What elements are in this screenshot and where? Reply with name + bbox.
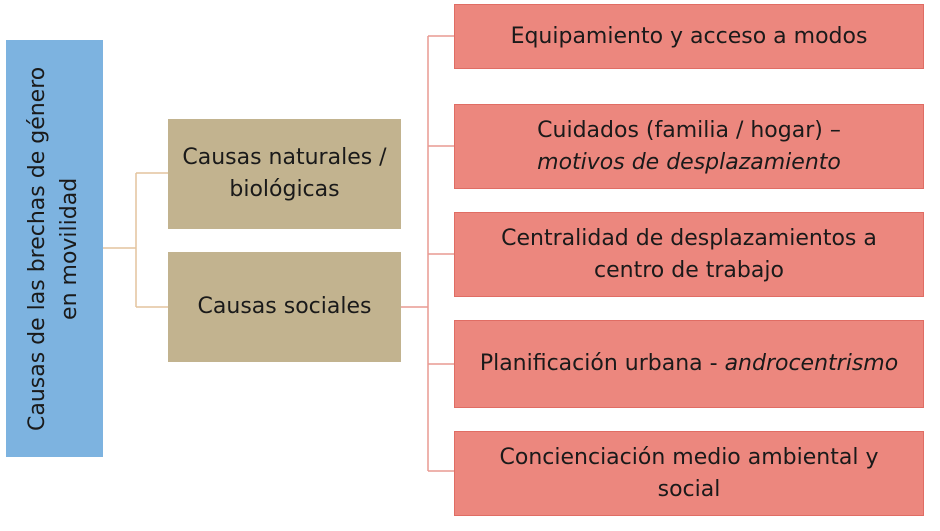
item-care-label: Cuidados (familia / hogar) – motivos de … bbox=[537, 115, 841, 179]
item-care-text: Cuidados (familia / hogar) – bbox=[537, 117, 841, 143]
root-node: Causas de las brechas de género en movil… bbox=[6, 40, 103, 457]
item-urban-planning-node: Planificación urbana - androcentrismo bbox=[454, 320, 924, 408]
item-centrality-label: Centralidad de desplazamientos a centro … bbox=[501, 225, 877, 283]
root-label: Causas de las brechas de género en movil… bbox=[23, 66, 87, 430]
item-equipment-node: Equipamiento y acceso a modos bbox=[454, 4, 924, 69]
item-awareness-node: Concienciación medio ambiental y social bbox=[454, 431, 924, 516]
item-urban-planning-text: Planificación urbana - bbox=[479, 351, 725, 377]
root-label-line2: en movilidad bbox=[57, 177, 83, 320]
item-centrality-node: Centralidad de desplazamientos a centro … bbox=[454, 212, 924, 297]
root-label-line1: Causas de las brechas de género bbox=[25, 66, 51, 431]
item-urban-planning-label: Planificación urbana - androcentrismo bbox=[480, 348, 898, 380]
item-awareness-label: Concienciación medio ambiental y social bbox=[499, 444, 879, 502]
cause-natural-node: Causas naturales / biológicas bbox=[168, 119, 401, 229]
item-care-node: Cuidados (familia / hogar) – motivos de … bbox=[454, 104, 924, 189]
cause-natural-label: Causas naturales / biológicas bbox=[182, 145, 387, 202]
cause-social-node: Causas sociales bbox=[168, 252, 401, 362]
cause-social-label: Causas sociales bbox=[197, 294, 372, 320]
item-equipment-label: Equipamiento y acceso a modos bbox=[510, 23, 868, 49]
item-urban-planning-italic: androcentrismo bbox=[724, 351, 899, 377]
item-care-italic: motivos de desplazamiento bbox=[537, 149, 841, 175]
